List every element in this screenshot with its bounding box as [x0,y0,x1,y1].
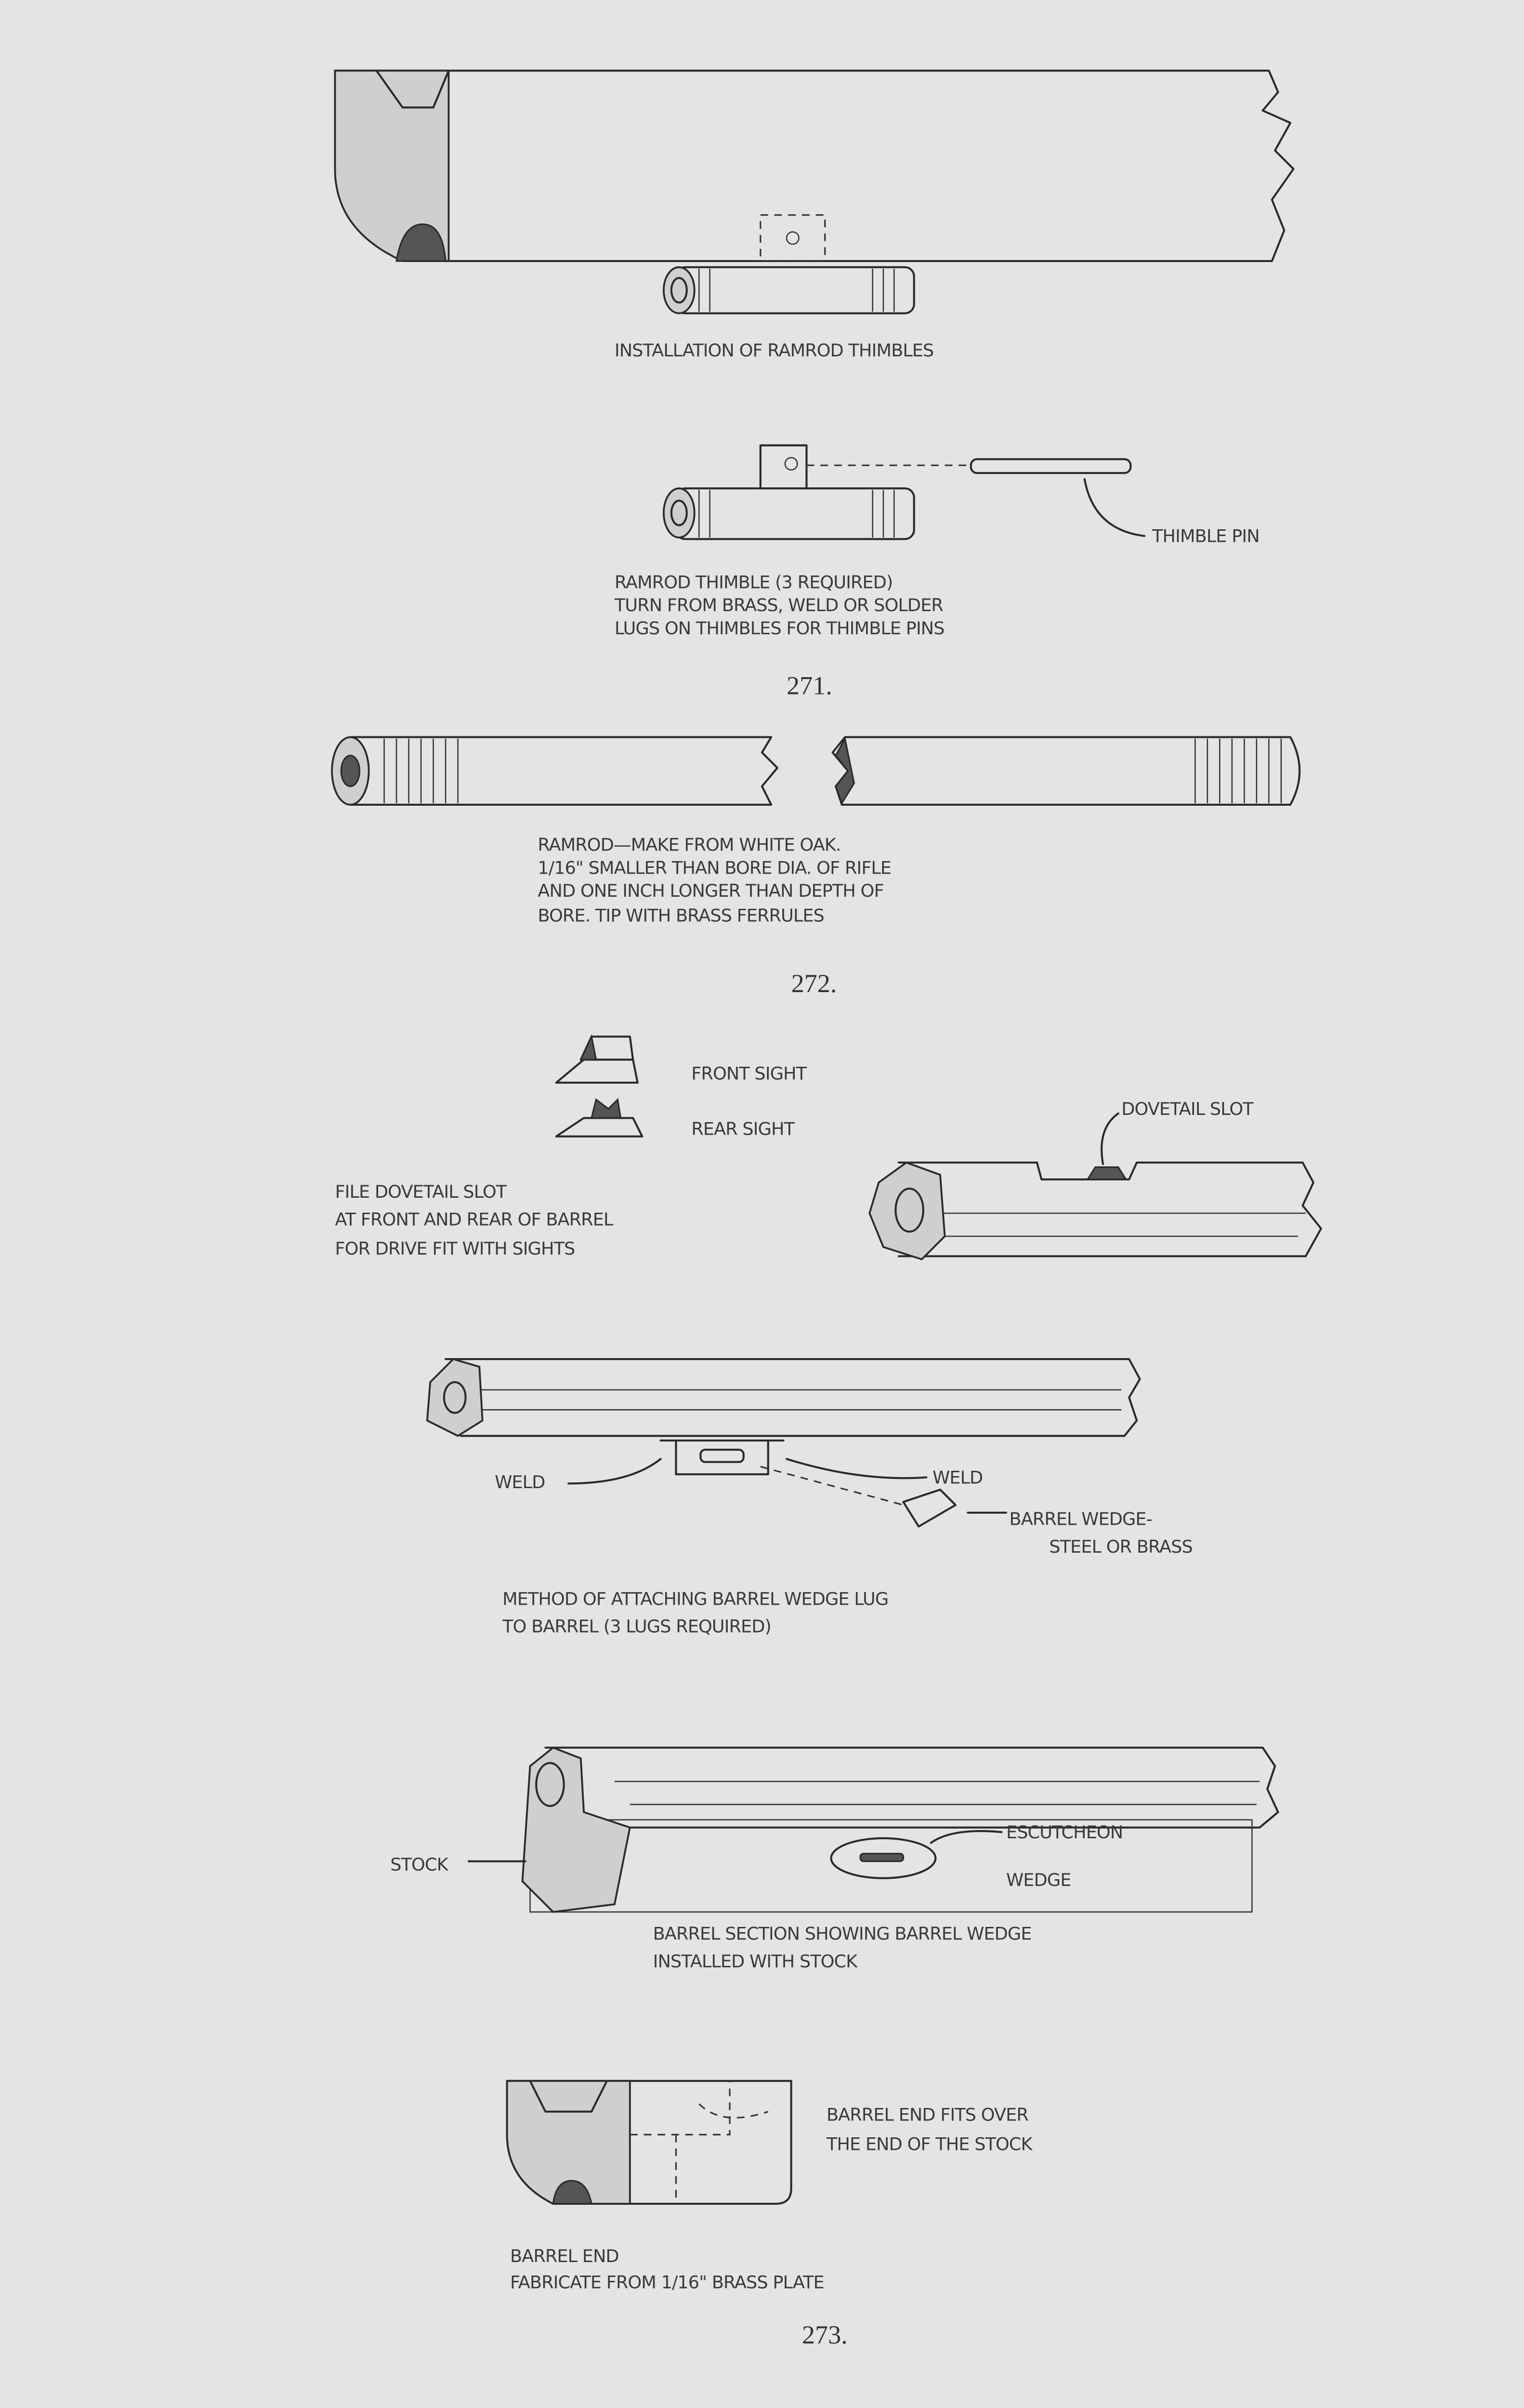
barrel-end-caption-line: BARREL END [510,2246,619,2266]
dovetail-slot-label: DOVETAIL SLOT [1121,1099,1254,1119]
barrel-end-caption-line: FABRICATE FROM 1/16" BRASS PLATE [510,2272,824,2292]
barrel-end-plate-drawing: BARREL END FITS OVER THE END OF THE STOC… [506,2080,1033,2349]
rear-sight-icon [555,1098,644,1138]
weld-right-label: WELD [933,1467,983,1488]
pointer-arrow-icon [567,1458,662,1485]
stock-label: STOCK [390,1854,448,1875]
barrel-section-with-stock-drawing: ESCUTCHEON WEDGE STOCK BARREL SECTION SH… [390,1746,1279,1972]
barrel-wedge-lug-drawing: WELD WELD BARREL WEDGE- STEEL OR BRASS M… [426,1358,1193,1637]
ramrod-caption-line: BORE. TIP WITH BRASS FERRULES [538,905,824,926]
barrel-wedge-icon [902,1489,957,1528]
dovetail-caption-line: FILE DOVETAIL SLOT [335,1181,507,1202]
lug-caption-line: METHOD OF ATTACHING BARREL WEDGE LUG [502,1588,888,1609]
wedge-label: WEDGE [1006,1870,1071,1890]
barrel-end-note-line: BARREL END FITS OVER [827,2105,1028,2125]
front-sight-icon [555,1034,639,1084]
pointer-arrow-icon [1083,478,1146,537]
dovetail-caption-line: FOR DRIVE FIT WITH SIGHTS [335,1238,575,1259]
ramrod-drawing: RAMROD—MAKE FROM WHITE OAK. 1/16" SMALLE… [331,736,1301,998]
barrel-wedge-label: STEEL OR BRASS [1049,1536,1192,1557]
section-caption-line: BARREL SECTION SHOWING BARREL WEDGE [653,1923,1032,1944]
installation-caption: INSTALLATION OF RAMROD THIMBLES [615,340,933,361]
ramrod-caption-line: RAMROD—MAKE FROM WHITE OAK. [538,835,841,855]
barrel-wedge-label: BARREL WEDGE- [1009,1508,1152,1529]
ramrod-caption-line: 1/16" SMALLER THAN BORE DIA. OF RIFLE [538,857,891,878]
weld-left-label: WELD [495,1472,545,1492]
ramrod-caption-line: AND ONE INCH LONGER THAN DEPTH OF [538,880,883,901]
escutcheon-icon [830,1837,937,1879]
figure-number: 271. [787,671,832,700]
front-sight-label: FRONT SIGHT [691,1063,807,1084]
figure-number: 273. [802,2320,848,2349]
thimble-caption-line: RAMROD THIMBLE (3 REQUIRED) [615,572,893,592]
dovetail-barrel-drawing: DOVETAIL SLOT [868,1099,1322,1260]
thimble-pin-label: THIMBLE PIN [1152,526,1260,547]
thimble-pin-icon [970,458,1132,474]
lug-caption-line: TO BARREL (3 LUGS REQUIRED) [502,1616,771,1637]
wedge-lug-icon [659,1439,785,1476]
rear-sight-label: REAR SIGHT [691,1119,795,1139]
section-caption-line: INSTALLED WITH STOCK [653,1951,858,1972]
dovetail-caption-line: AT FRONT AND REAR OF BARREL [335,1209,614,1230]
ramrod-thimble-icon [663,266,915,314]
pointer-arrow-icon [1101,1112,1119,1165]
barrel-stock-installation-drawing: INSTALLATION OF RAMROD THIMBLES [334,69,1295,361]
barrel-end-note-line: THE END OF THE STOCK [826,2133,1033,2154]
thimble-caption-line: TURN FROM BRASS, WELD OR SOLDER [614,595,943,615]
thimble-caption-line: LUGS ON THIMBLES FOR THIMBLE PINS [615,618,945,639]
pointer-arrow-icon [785,1458,928,1479]
figure-number: 272. [791,969,837,998]
escutcheon-label: ESCUTCHEON [1006,1822,1123,1843]
pointer-arrow-icon [930,1830,1003,1844]
thimble-with-lug-drawing: THIMBLE PIN RAMROD THIMBLE (3 REQUIRED) … [614,444,1260,700]
sights-drawing: FRONT SIGHT REAR SIGHT FILE DOVETAIL SLO… [335,1034,808,1259]
